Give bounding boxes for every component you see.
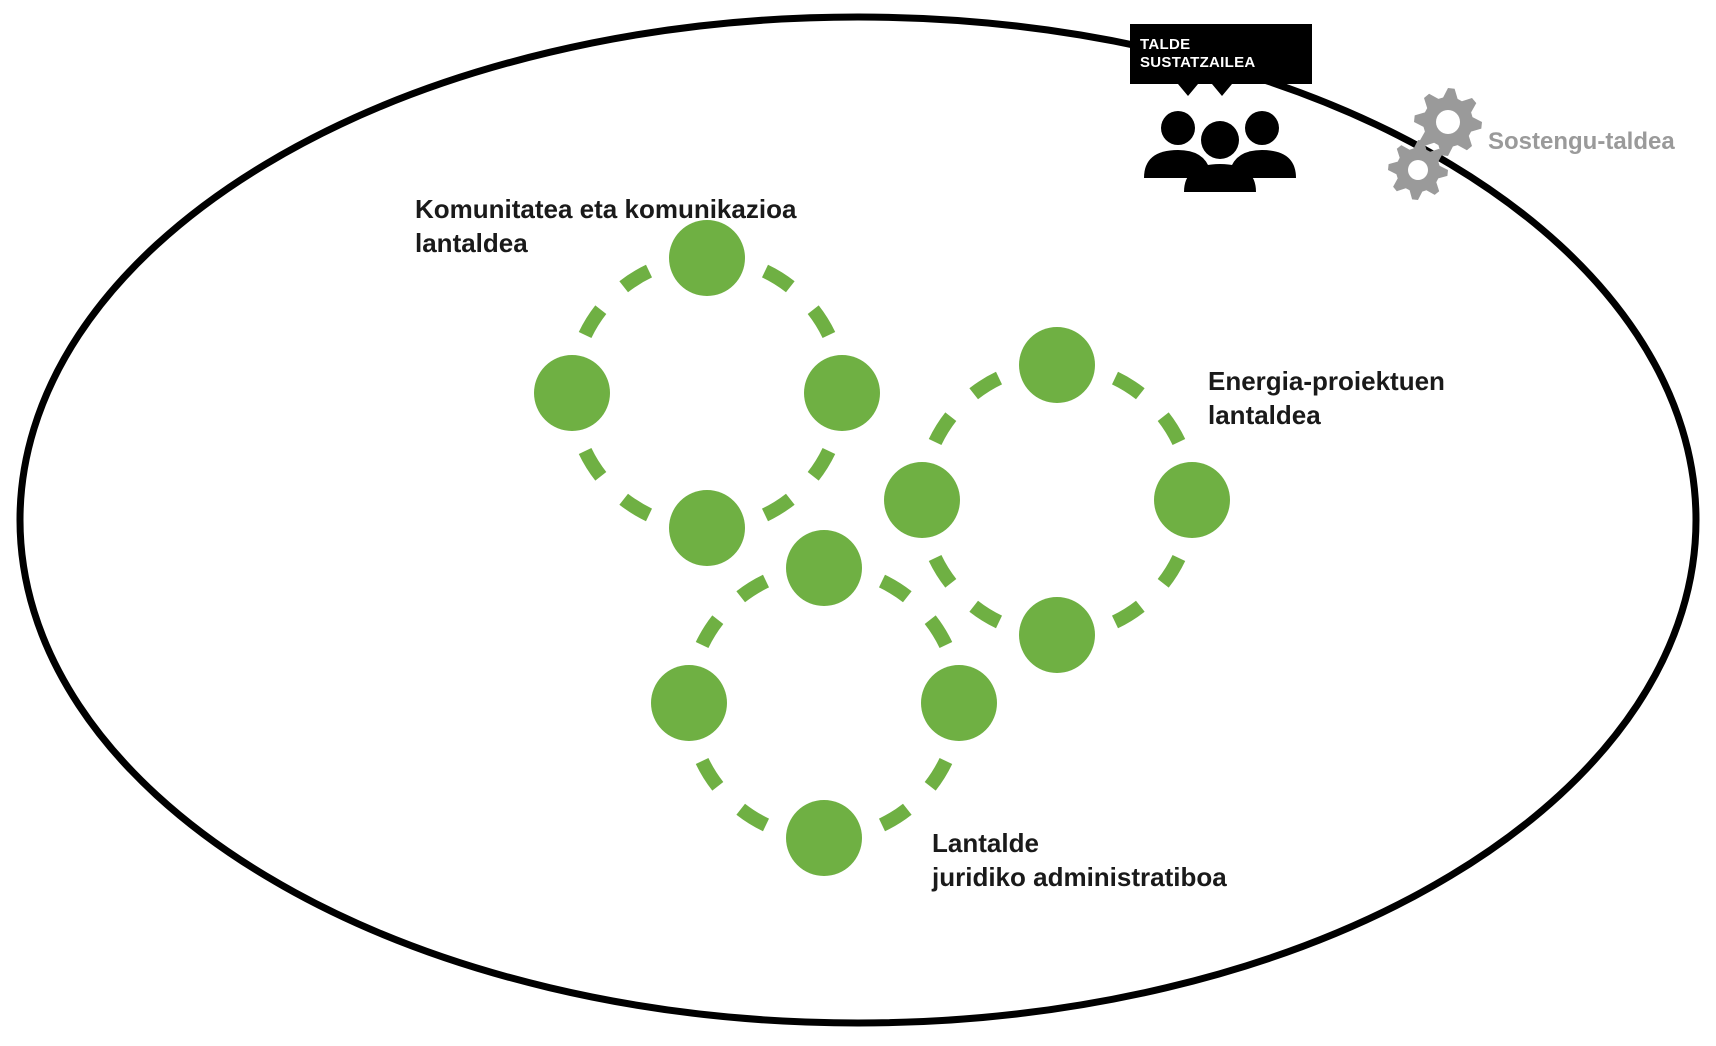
legal-group-label-line1: Lantalde: [932, 828, 1039, 858]
connector-arc: [1111, 600, 1145, 629]
legal-group-label: Lantalde juridiko administratiboa: [932, 826, 1227, 894]
connector-arc: [578, 447, 607, 481]
legal-group-label-line2: juridiko administratiboa: [932, 862, 1227, 892]
connector-arc: [695, 757, 724, 791]
connector-arc: [761, 493, 795, 522]
connector-arc: [1111, 371, 1145, 400]
connector-arc: [924, 757, 953, 791]
member-node: [786, 800, 862, 876]
connector-arc: [807, 305, 836, 339]
working-group-ring-community: [534, 220, 880, 566]
connector-arc: [969, 600, 1003, 629]
energy-group-label: Energia-proiektuen lantaldea: [1208, 364, 1445, 432]
connector-arc: [928, 412, 957, 446]
connector-arc: [1157, 412, 1186, 446]
people-group-icon: [1144, 111, 1296, 192]
connector-arc: [969, 371, 1003, 400]
working-group-ring-legal: [651, 530, 997, 876]
member-node: [669, 220, 745, 296]
member-node: [651, 665, 727, 741]
connector-arc: [878, 574, 912, 603]
community-group-label: Komunitatea eta komunikazioa lantaldea: [415, 192, 796, 260]
member-node: [534, 355, 610, 431]
connector-arc: [1157, 554, 1186, 588]
promoter-group-label-line2: SUSTATZAILEA: [1140, 54, 1256, 71]
promoter-group: [1130, 24, 1312, 192]
connector-arc: [695, 615, 724, 649]
member-node: [1154, 462, 1230, 538]
member-node: [1019, 327, 1095, 403]
member-node: [669, 490, 745, 566]
support-group-label: Sostengu-taldea: [1488, 128, 1675, 155]
connector-arc: [619, 264, 653, 293]
connector-arc: [619, 493, 653, 522]
member-node: [884, 462, 960, 538]
connector-arc: [924, 615, 953, 649]
connector-arc: [928, 554, 957, 588]
connector-arc: [736, 574, 770, 603]
gears-icon: [1388, 88, 1482, 200]
member-node: [786, 530, 862, 606]
outer-boundary-ellipse: [16, 13, 1700, 1027]
working-group-ring-energy: [884, 327, 1230, 673]
promoter-speech-bubble: [1130, 24, 1312, 96]
promoter-group-label: TALDE SUSTATZAILEA: [1140, 36, 1310, 72]
promoter-group-label-line1: TALDE: [1140, 36, 1191, 53]
connector-arc: [807, 447, 836, 481]
connector-arc: [736, 803, 770, 832]
gear-shape: [1414, 88, 1482, 156]
member-node: [1019, 597, 1095, 673]
member-node: [804, 355, 880, 431]
community-group-label-line1: Komunitatea eta komunikazioa: [415, 194, 797, 224]
connector-arc: [578, 305, 607, 339]
connector-arc: [878, 803, 912, 832]
connector-arc: [761, 264, 795, 293]
energy-group-label-line2: lantaldea: [1208, 400, 1321, 430]
community-group-label-line2: lantaldea: [415, 228, 528, 258]
gear-shape: [1388, 140, 1448, 200]
energy-group-label-line1: Energia-proiektuen: [1208, 366, 1445, 396]
member-node: [921, 665, 997, 741]
